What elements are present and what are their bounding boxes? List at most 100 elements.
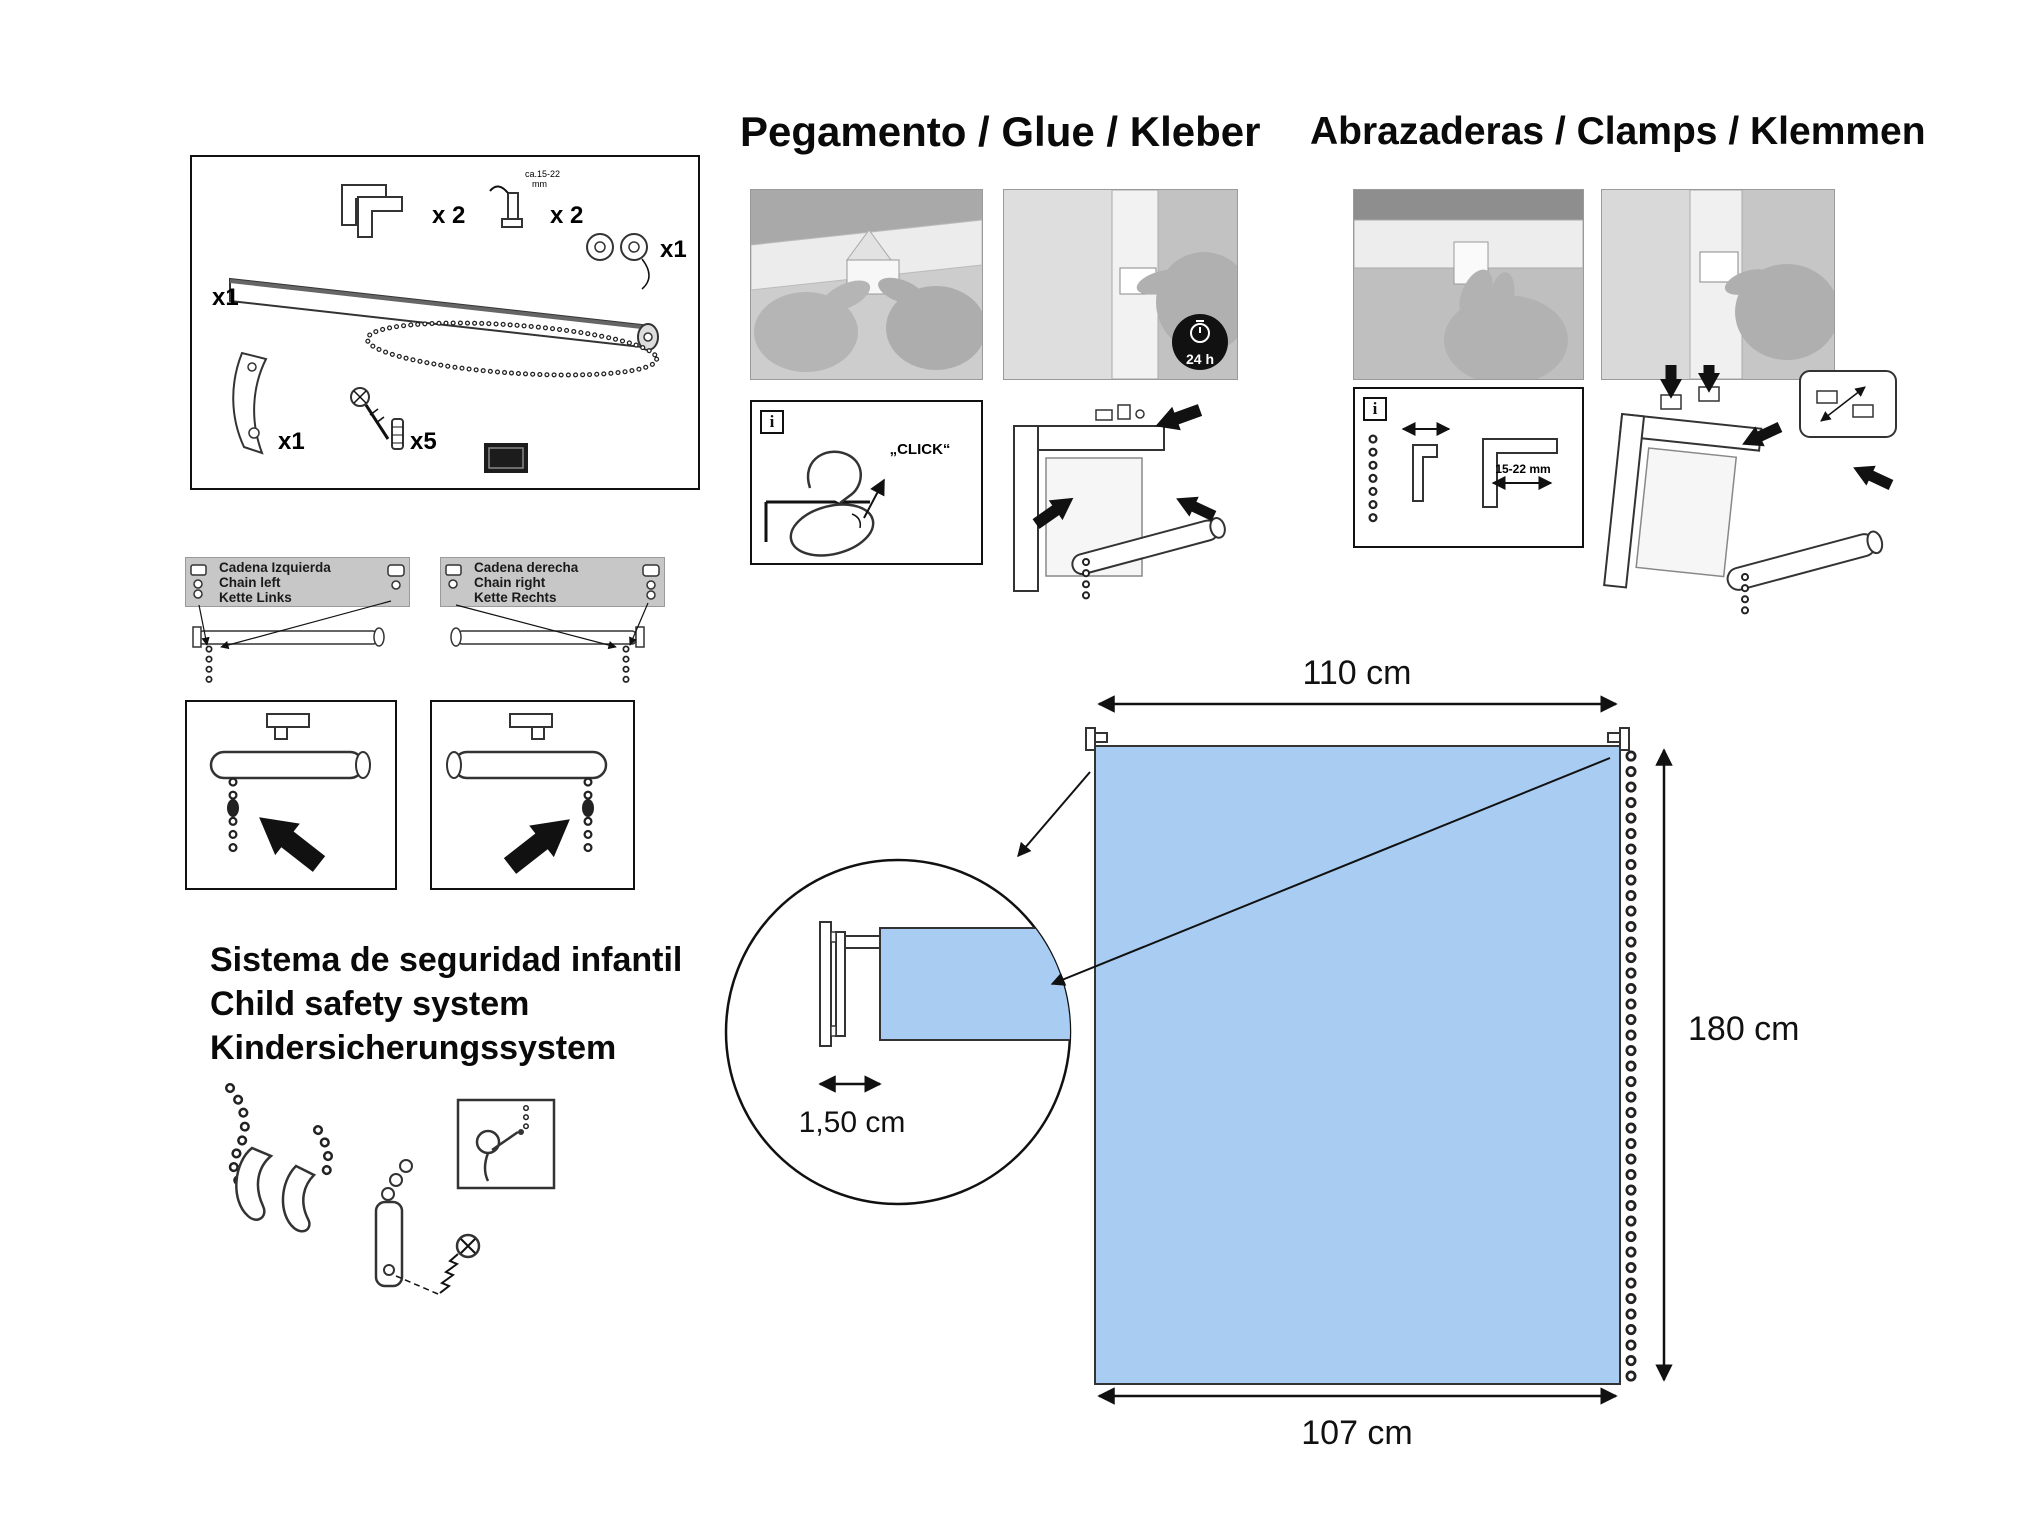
child-safety-text: Sistema de seguridad infantil Child safe… <box>210 938 682 1070</box>
chain <box>582 777 594 857</box>
chain-right-labels: Cadena derecha Chain right Kette Rechts <box>474 560 578 605</box>
roller-tube <box>1726 530 1884 591</box>
clamp <box>1699 251 1739 283</box>
clip-qty-label: x 2 <box>550 202 583 229</box>
chain-left-labels: Cadena Izquierda Chain left Kette Links <box>219 560 331 605</box>
chain-end-icons <box>190 564 405 599</box>
chain-left-diagram: Cadena Izquierda Chain left Kette Links <box>185 557 410 685</box>
mount-arrow <box>1659 365 1683 399</box>
blind-section <box>879 927 1070 1041</box>
clamps <box>1660 386 1720 410</box>
window-glass <box>1602 190 1692 379</box>
clamps-exploded-art <box>1603 365 1897 617</box>
glue-photo-peel-image <box>751 190 982 379</box>
top-right-bracket <box>1607 727 1630 751</box>
pointer-arrow <box>198 604 210 646</box>
chain-right-art <box>445 564 660 685</box>
badge-24h-label: 24 h <box>1186 351 1214 367</box>
roller-box-right <box>430 700 635 890</box>
mount-arrow <box>1697 365 1721 393</box>
roller-with-chain <box>450 626 645 685</box>
hand <box>1444 269 1568 379</box>
blind-fabric <box>1094 745 1621 1385</box>
callout-line-long <box>1050 757 1611 986</box>
chain-right-line1: Cadena derecha <box>474 560 579 575</box>
clamp-size-label: 15-22 mm <box>1495 462 1550 476</box>
click-panel: i „CLICK“ <box>750 400 983 565</box>
roller-box-right-art <box>446 713 608 874</box>
info-icon: i <box>760 410 784 434</box>
chain-left-header <box>185 557 410 607</box>
pointer-arrow <box>629 602 649 646</box>
top-left-bracket <box>1085 727 1108 751</box>
holder-qty-label: x1 <box>278 428 305 455</box>
clip-icon <box>489 185 523 228</box>
screw <box>395 1233 481 1295</box>
clamp-profile-large <box>1482 438 1558 508</box>
dimension-diagram: 110 cm 180 cm 107 cm 1,50 cm <box>724 654 1800 1452</box>
safety-line1: Sistema de seguridad infantil <box>210 941 683 979</box>
detail-label: 1,50 cm <box>799 1106 906 1139</box>
chain <box>227 777 239 857</box>
bracket-icon <box>341 184 403 238</box>
holder-icon <box>232 351 268 455</box>
screw-qty-label: x5 <box>410 428 437 455</box>
thumb <box>789 503 875 557</box>
roller <box>209 750 371 780</box>
magnified-detail <box>819 921 1070 1047</box>
clamps-section-title: Abrazaderas / Clamps / Klemmen <box>1310 110 1926 153</box>
clamps-photo-fit <box>1601 189 1835 380</box>
chain-left-art <box>190 564 405 685</box>
roller-qty-label: x1 <box>212 284 239 311</box>
clamps-info-panel: i 15-22 mm <box>1353 387 1584 548</box>
callout-line-short <box>1017 771 1091 858</box>
clip-size-note-2: mm <box>532 179 547 189</box>
glue-exploded-art <box>1013 404 1226 604</box>
chain-end-icons <box>445 564 660 600</box>
child-body <box>483 1152 490 1182</box>
glue-photo-press-image: 24 h <box>1004 190 1237 379</box>
window-glass <box>1004 190 1114 379</box>
clamps-photo-place <box>1353 189 1584 380</box>
bracket-profile <box>819 921 881 1047</box>
glue-exploded-diagram <box>1000 396 1240 611</box>
hand <box>1724 264 1834 360</box>
bracket-qty-label: x 2 <box>432 202 465 229</box>
chain-holder <box>374 1159 413 1288</box>
info-icon: i <box>1363 397 1387 421</box>
wait-24h-badge: 24 h <box>1172 314 1228 370</box>
big-arrow <box>259 817 326 872</box>
child-safety-diagram <box>200 1070 580 1380</box>
screw-icon <box>350 387 404 450</box>
chain-left-line3: Kette Links <box>219 590 292 605</box>
width-top-label: 110 cm <box>1303 654 1412 692</box>
pointer-arrow <box>220 600 392 650</box>
window-glass <box>1354 190 1583 220</box>
roller <box>446 750 608 780</box>
mount-arrow <box>1032 497 1074 529</box>
bracket <box>509 713 553 740</box>
height-label: 180 cm <box>1688 1010 1800 1048</box>
chain-left-line2: Chain left <box>219 575 281 590</box>
roller-box-left <box>185 700 397 890</box>
mount-arrow <box>1155 404 1203 431</box>
clamps-info-art: 15-22 mm <box>1368 422 1558 524</box>
clamps-photo-fit-image <box>1602 190 1834 379</box>
parts-illustration: x 2 ca.15-22 mm x 2 x1 <box>212 169 687 473</box>
chain-right-line2: Chain right <box>474 575 546 590</box>
chain-right-diagram: Cadena derecha Chain right Kette Rechts <box>440 557 665 685</box>
bracket-parts <box>1095 404 1145 421</box>
width-bottom-label: 107 cm <box>1301 1414 1413 1452</box>
child-safety-art <box>225 1083 556 1295</box>
adhesive-pad-icon <box>484 443 528 473</box>
click-arrow <box>863 478 885 519</box>
cord-cleat <box>235 1146 317 1233</box>
chain-right-line3: Kette Rechts <box>474 590 557 605</box>
bracket <box>266 713 310 740</box>
mount-arrow <box>1742 422 1783 447</box>
mount-arrow <box>1853 465 1894 490</box>
click-illustration: „CLICK“ <box>764 441 950 557</box>
mount-arrow <box>1176 496 1217 521</box>
clamps-exploded-diagram <box>1595 365 1905 620</box>
